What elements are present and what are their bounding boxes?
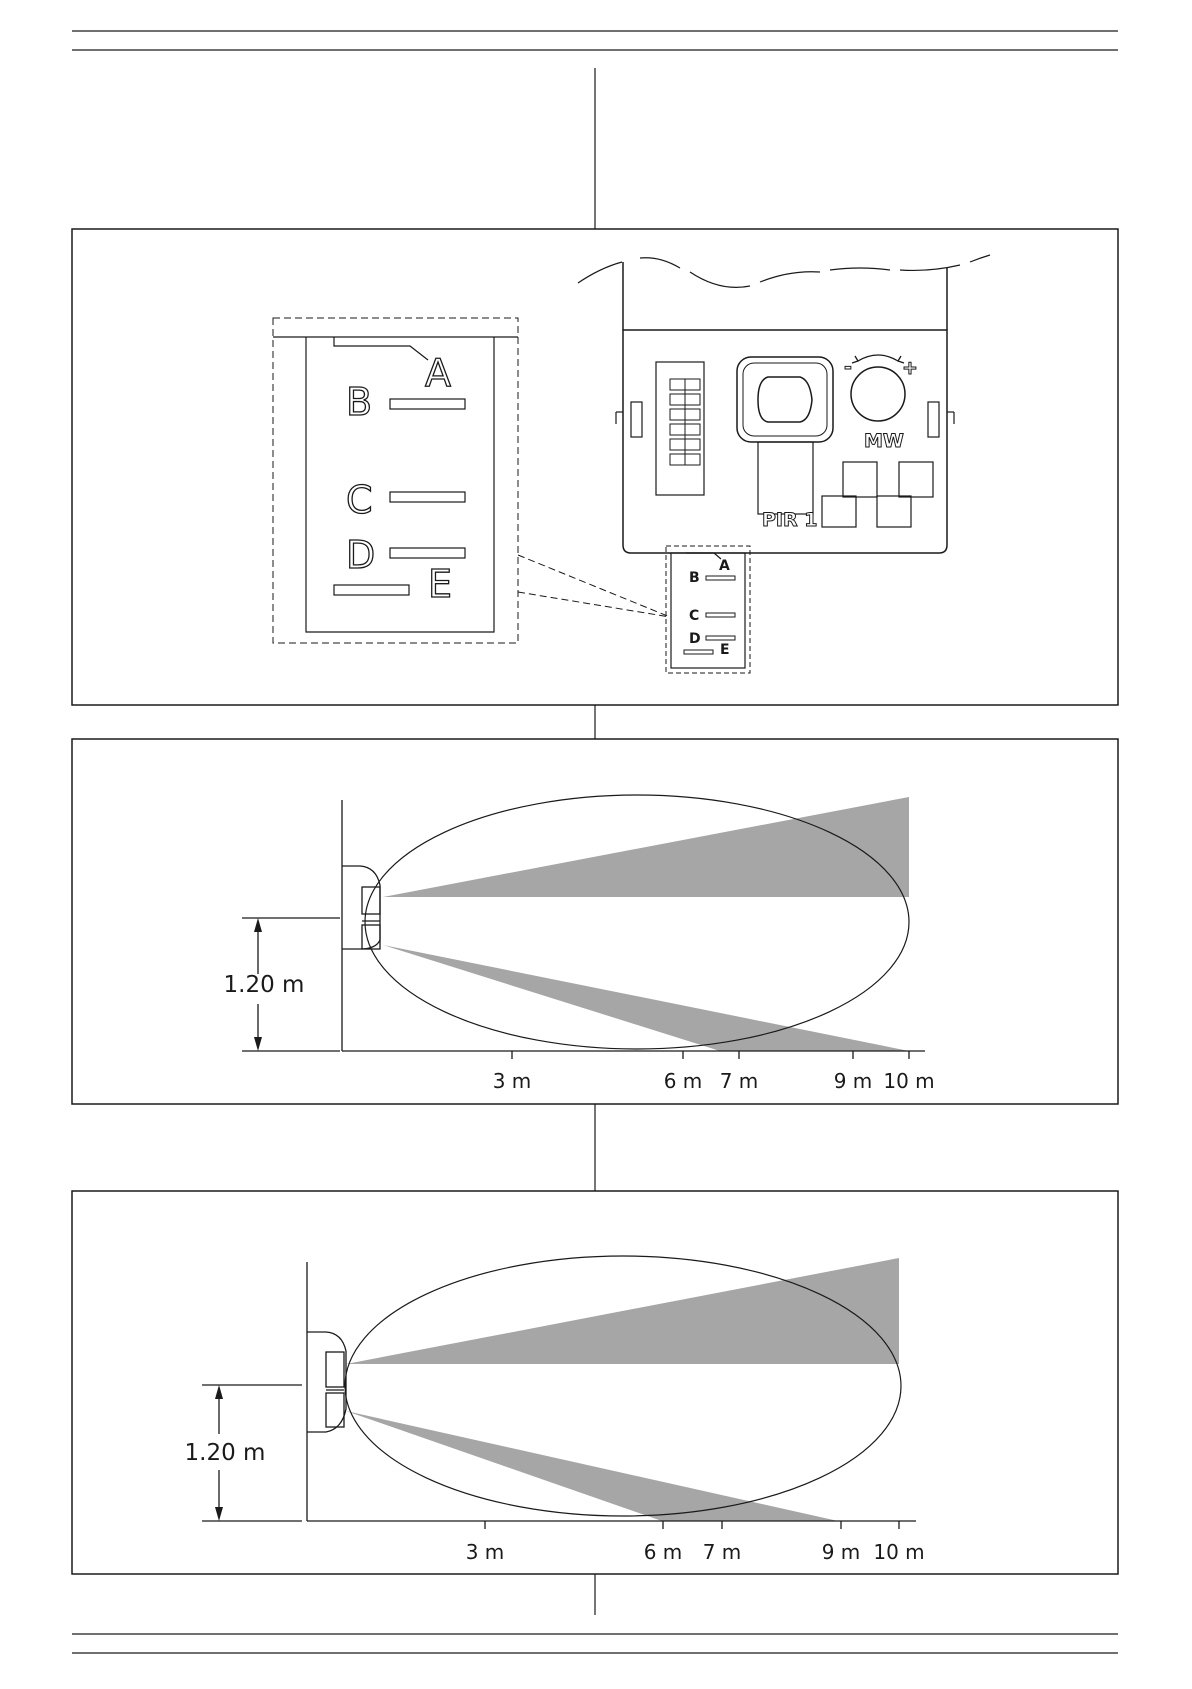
detail-label-b: B	[346, 380, 372, 424]
detection-zone-lower	[346, 1411, 838, 1521]
detection-zone-upper	[383, 797, 909, 897]
board-break-line	[578, 255, 990, 287]
dimension-arrow-down	[215, 1507, 223, 1521]
small-label-e: E	[720, 642, 730, 658]
jumper-detail-small	[666, 546, 750, 673]
rotate-arrow-icon	[858, 355, 898, 361]
distance-tick-label: 6 m	[644, 1540, 683, 1564]
jumper-slot-d	[390, 548, 465, 558]
board-clip-right	[928, 402, 939, 437]
zoom-leader-lower	[518, 592, 670, 617]
pir-sensor-window	[758, 377, 812, 422]
dimension-arrow-up	[215, 1385, 223, 1399]
distance-tick-label: 10 m	[883, 1069, 934, 1093]
distance-tick-label: 10 m	[873, 1540, 924, 1564]
distance-tick-label: 9 m	[834, 1069, 873, 1093]
pin-a-marker	[334, 337, 428, 360]
figure-jumper-settings: A B C D E	[72, 229, 1118, 705]
detail-label-e: E	[428, 562, 452, 606]
connector-pad	[877, 496, 911, 527]
detail-dashed-box	[273, 318, 518, 643]
figure-frame	[72, 739, 1118, 1104]
connector-pad	[822, 496, 856, 527]
small-pin-a-marker	[686, 553, 721, 559]
pot-plus-label: +	[902, 357, 918, 379]
detail-label-d: D	[346, 533, 375, 577]
detection-zone-upper	[346, 1258, 899, 1364]
dip-switch-block	[656, 362, 704, 495]
detector-body	[342, 866, 380, 949]
detail-label-c: C	[346, 478, 373, 522]
connector-pad	[843, 462, 877, 497]
distance-tick-label: 9 m	[822, 1540, 861, 1564]
jumper-slot-c	[390, 492, 465, 502]
detector-lens-upper	[326, 1352, 344, 1387]
pot-minus-label: -	[844, 356, 852, 378]
distance-tick-label: 7 m	[720, 1069, 759, 1093]
small-jumper-e	[684, 650, 713, 654]
small-label-b: B	[689, 570, 700, 586]
small-label-c: C	[689, 608, 699, 624]
figure-coverage-profile-2: 1.20 m 3 m 6 m 7 m 9 m 10 m	[72, 1191, 1118, 1574]
jumper-slot-e	[334, 585, 409, 595]
pir-sensor-inner	[743, 363, 827, 436]
distance-tick-label: 6 m	[664, 1069, 703, 1093]
figure-frame	[72, 229, 1118, 705]
page-rules	[72, 31, 1118, 1653]
mw-label: MW	[864, 430, 904, 452]
mounting-height-label: 1.20 m	[185, 1440, 266, 1466]
mw-potentiometer[interactable]	[851, 367, 905, 421]
jumper-detail-enlarged	[273, 318, 670, 643]
distance-axis-ticks: 3 m 6 m 7 m 9 m 10 m	[466, 1521, 925, 1564]
small-jumper-d	[706, 636, 735, 640]
figure-frame	[72, 1191, 1118, 1574]
jumper-slot-b	[390, 399, 465, 409]
small-jumper-b	[706, 576, 735, 580]
pir-label: PIR 1	[762, 509, 817, 531]
board-clip-left	[631, 402, 642, 437]
detector-lens-lower	[362, 925, 380, 949]
distance-tick-label: 3 m	[466, 1540, 505, 1564]
pir-sensor-outer	[737, 357, 833, 442]
small-label-d: D	[689, 631, 701, 647]
connector-pad	[899, 462, 933, 497]
detail-label-a: A	[425, 351, 451, 395]
zoom-leader-upper	[518, 555, 670, 617]
small-label-a: A	[719, 558, 730, 574]
distance-tick-label: 3 m	[493, 1069, 532, 1093]
dimension-arrow-up	[254, 918, 262, 932]
small-jumper-c	[706, 613, 735, 617]
pir-sensor-base	[758, 442, 813, 514]
distance-tick-label: 7 m	[703, 1540, 742, 1564]
figure-coverage-profile-1: 1.20 m 3 m 6 m 7 m 9 m 10 m	[72, 739, 1118, 1104]
mounting-height-label: 1.20 m	[224, 972, 305, 998]
detection-zone-lower	[383, 945, 909, 1051]
small-card-outline	[671, 553, 745, 668]
distance-axis-ticks: 3 m 6 m 7 m 9 m 10 m	[493, 1051, 935, 1093]
dimension-arrow-down	[254, 1037, 262, 1051]
detector-lens-upper	[362, 887, 380, 914]
